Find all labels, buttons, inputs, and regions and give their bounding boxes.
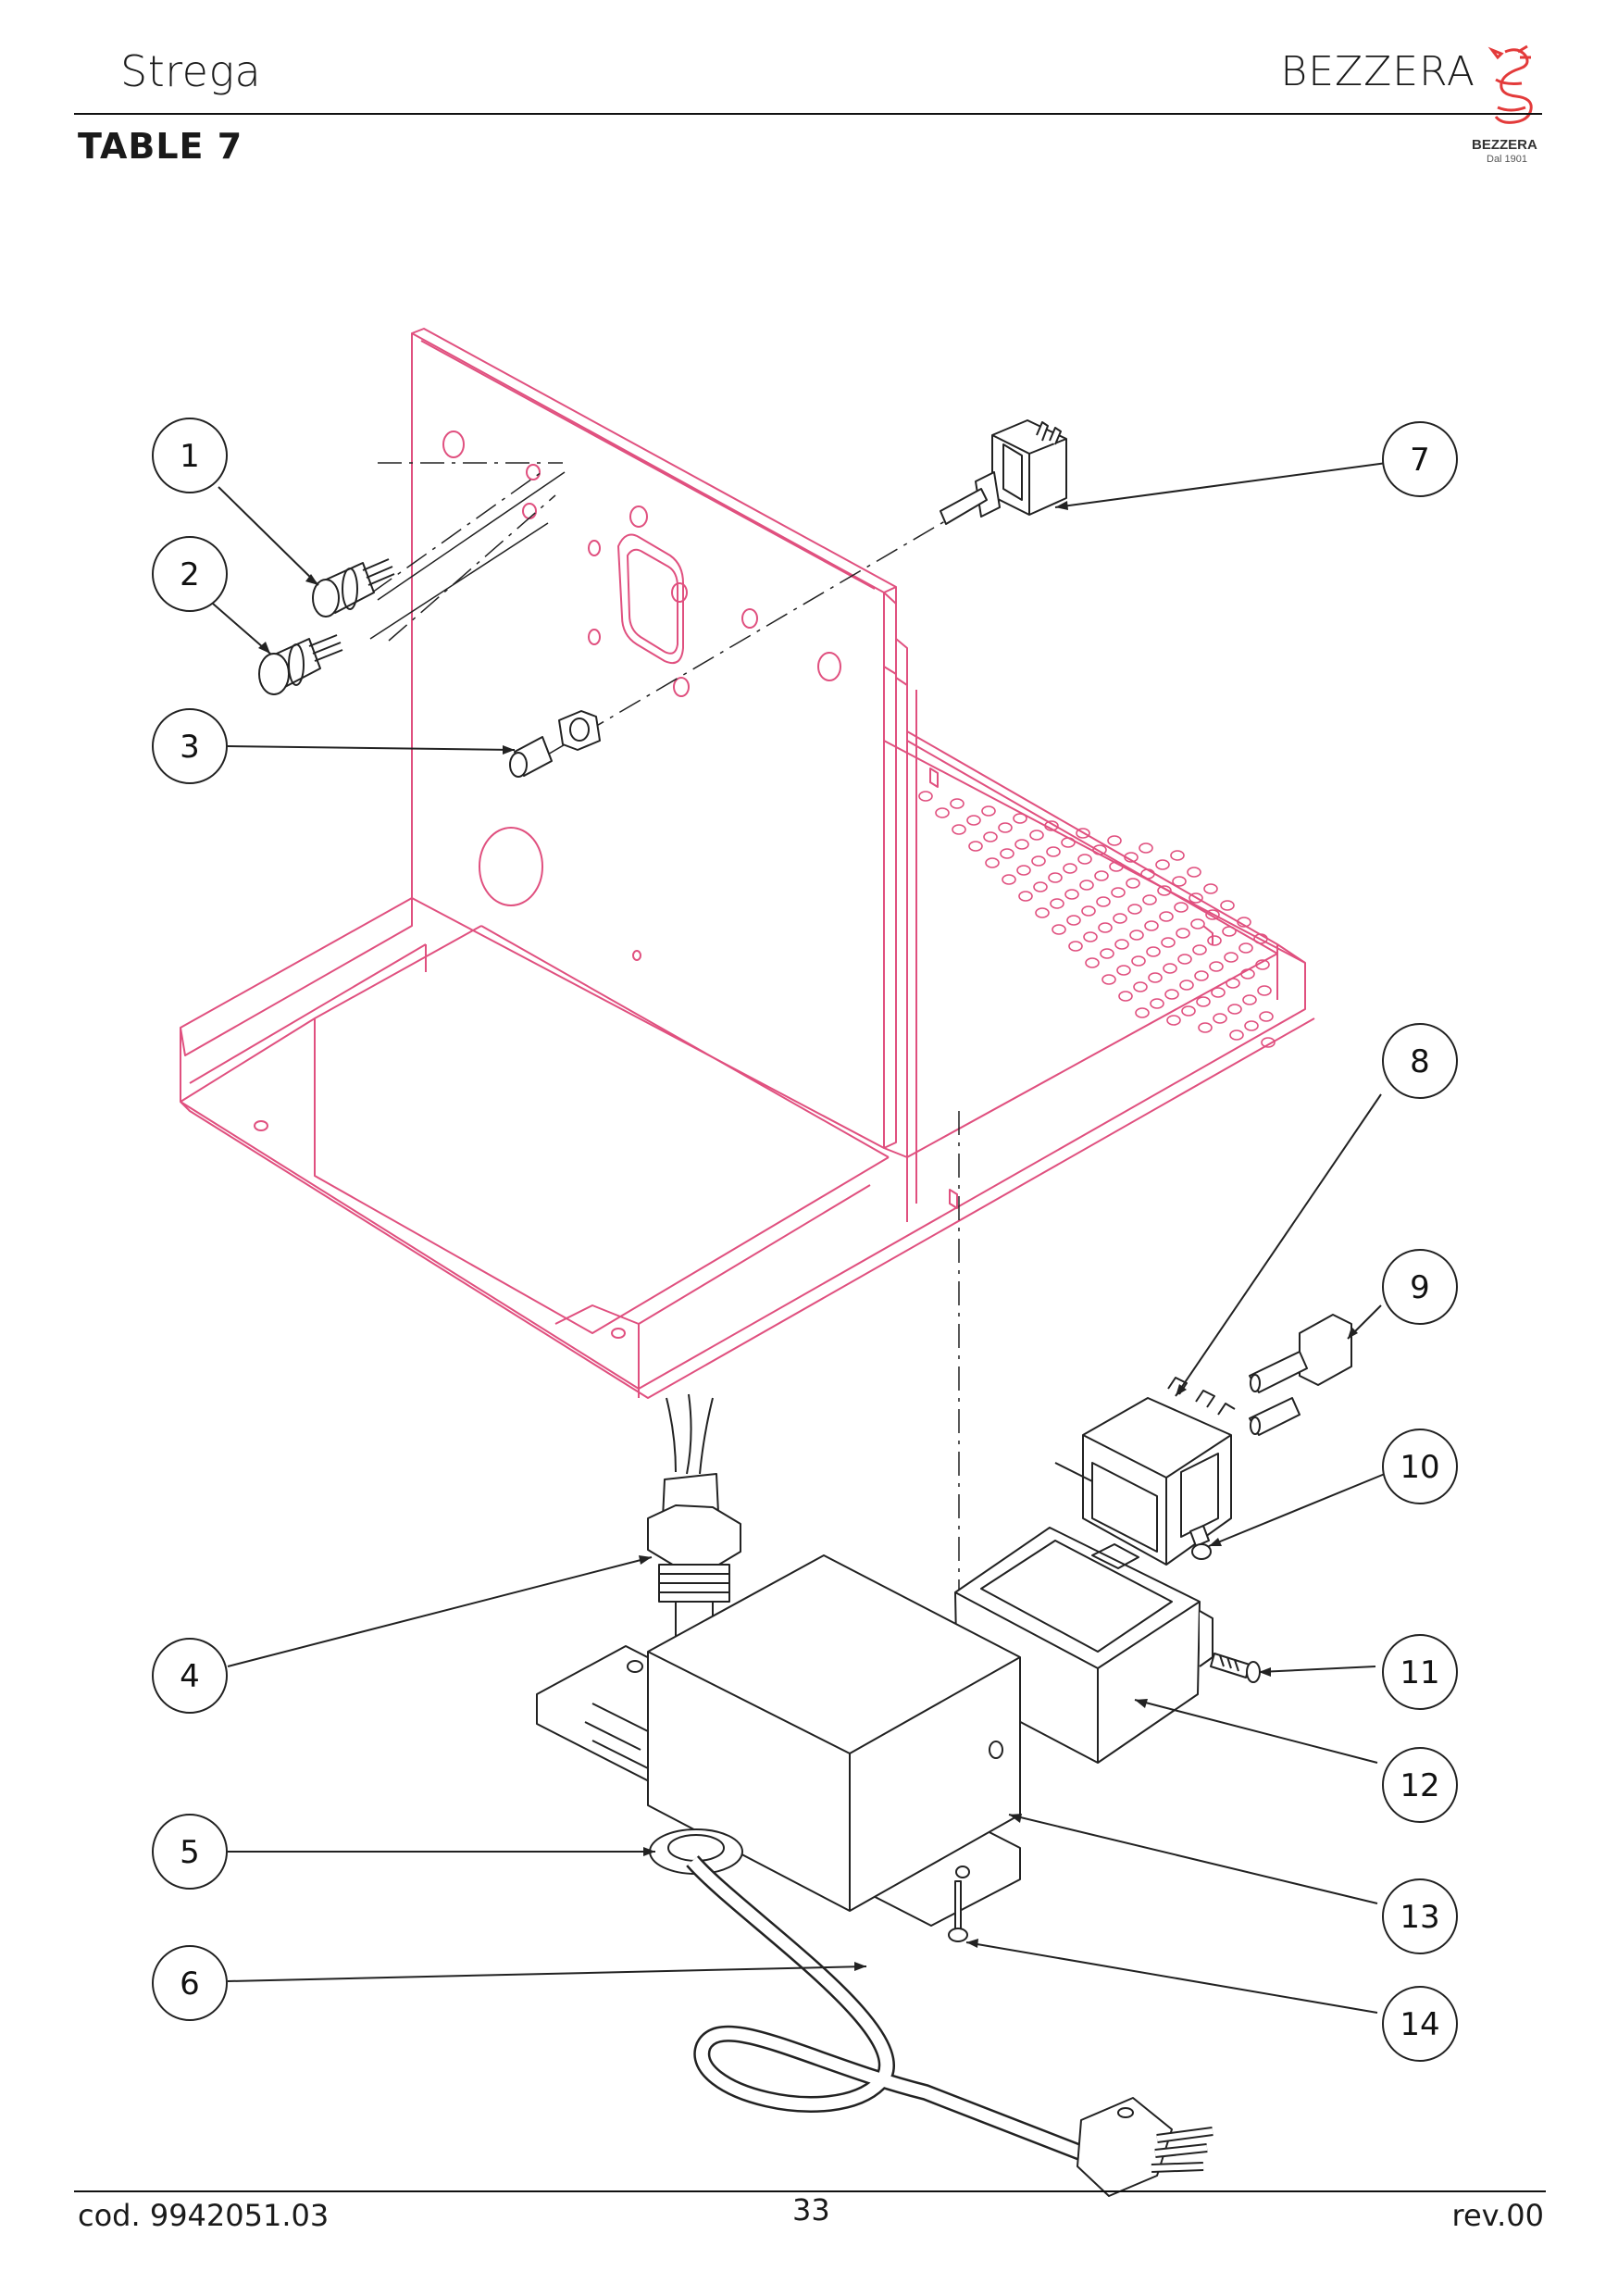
callout-10: 10: [1382, 1429, 1458, 1504]
axis-line-lamp-1: [377, 471, 566, 601]
relay-block: [1054, 1377, 1236, 1566]
svg-text:10: 10: [1400, 1449, 1439, 1486]
bottom-screw: [948, 1880, 968, 1942]
callout-11: 11: [1382, 1634, 1458, 1710]
toggle-switch: [940, 419, 1067, 525]
svg-text:1: 1: [180, 438, 200, 475]
chassis-frame: [180, 328, 1315, 1399]
svg-text:14: 14: [1400, 2006, 1439, 2043]
bezzera-serpent-logo: BEZZERA Dal 1901: [1472, 43, 1538, 165]
callout-6: 6: [152, 1945, 228, 2021]
callout-9: 9: [1382, 1249, 1458, 1325]
mounting-bracket: [536, 1554, 1021, 1927]
pilot-lamp-2: [258, 634, 343, 695]
header-rule: [74, 113, 1542, 115]
table-label: TABLE 7: [78, 126, 243, 167]
callout-12: 12: [1382, 1747, 1458, 1823]
svg-text:5: 5: [180, 1834, 200, 1871]
cable-gland: [649, 1828, 743, 1875]
svg-text:2: 2: [180, 556, 200, 593]
small-screw: [1189, 1525, 1212, 1560]
brand-name: BEZZERA: [1280, 48, 1475, 95]
brand-block: BEZZERA BEZZERA Dal 1901: [1280, 43, 1538, 165]
callout-4: 4: [152, 1638, 228, 1714]
callout-2: 2: [152, 536, 228, 612]
svg-text:12: 12: [1400, 1767, 1439, 1804]
callout-5: 5: [152, 1814, 228, 1890]
svg-text:7: 7: [1410, 442, 1430, 479]
callout-3: 3: [152, 708, 228, 784]
logo-tagline: Dal 1901: [1487, 154, 1528, 165]
svg-text:8: 8: [1410, 1043, 1430, 1080]
box-screw: [1210, 1653, 1261, 1683]
svg-text:4: 4: [180, 1658, 200, 1695]
svg-text:13: 13: [1400, 1899, 1439, 1936]
revision-label: rev.00: [1451, 2198, 1544, 2233]
logo-caption: BEZZERA: [1472, 137, 1537, 153]
power-plug: [1077, 2097, 1214, 2197]
callout-7: 7: [1382, 421, 1458, 497]
axis-line-lamp-2: [369, 522, 549, 640]
callout-1: 1: [152, 418, 228, 493]
callouts: 1 2 3 4 5 6 7 8 9 10 11 12 13 14: [152, 418, 1458, 2062]
tray-perforations: [918, 791, 1276, 1048]
svg-text:3: 3: [180, 729, 200, 766]
callout-13: 13: [1382, 1878, 1458, 1954]
leader-lines: [212, 462, 1388, 2014]
page-number: 33: [792, 2192, 830, 2227]
machine-model-title: Strega: [120, 46, 262, 96]
footer-rule: [74, 2190, 1546, 2192]
callout-8: 8: [1382, 1023, 1458, 1099]
svg-text:11: 11: [1400, 1654, 1439, 1691]
leader-arrowheads: [258, 501, 1358, 1971]
switch-bushing-nut: [509, 710, 601, 778]
pressure-switch: [647, 1393, 741, 1648]
document-code: cod. 9942051.03: [78, 2198, 330, 2233]
faston-connectors: [1249, 1314, 1352, 1436]
callout-14: 14: [1382, 1986, 1458, 2062]
pilot-lamp-1: [312, 558, 395, 618]
svg-text:6: 6: [180, 1965, 200, 2003]
svg-text:9: 9: [1410, 1269, 1430, 1306]
serpent-logo-icon: [1487, 44, 1533, 124]
